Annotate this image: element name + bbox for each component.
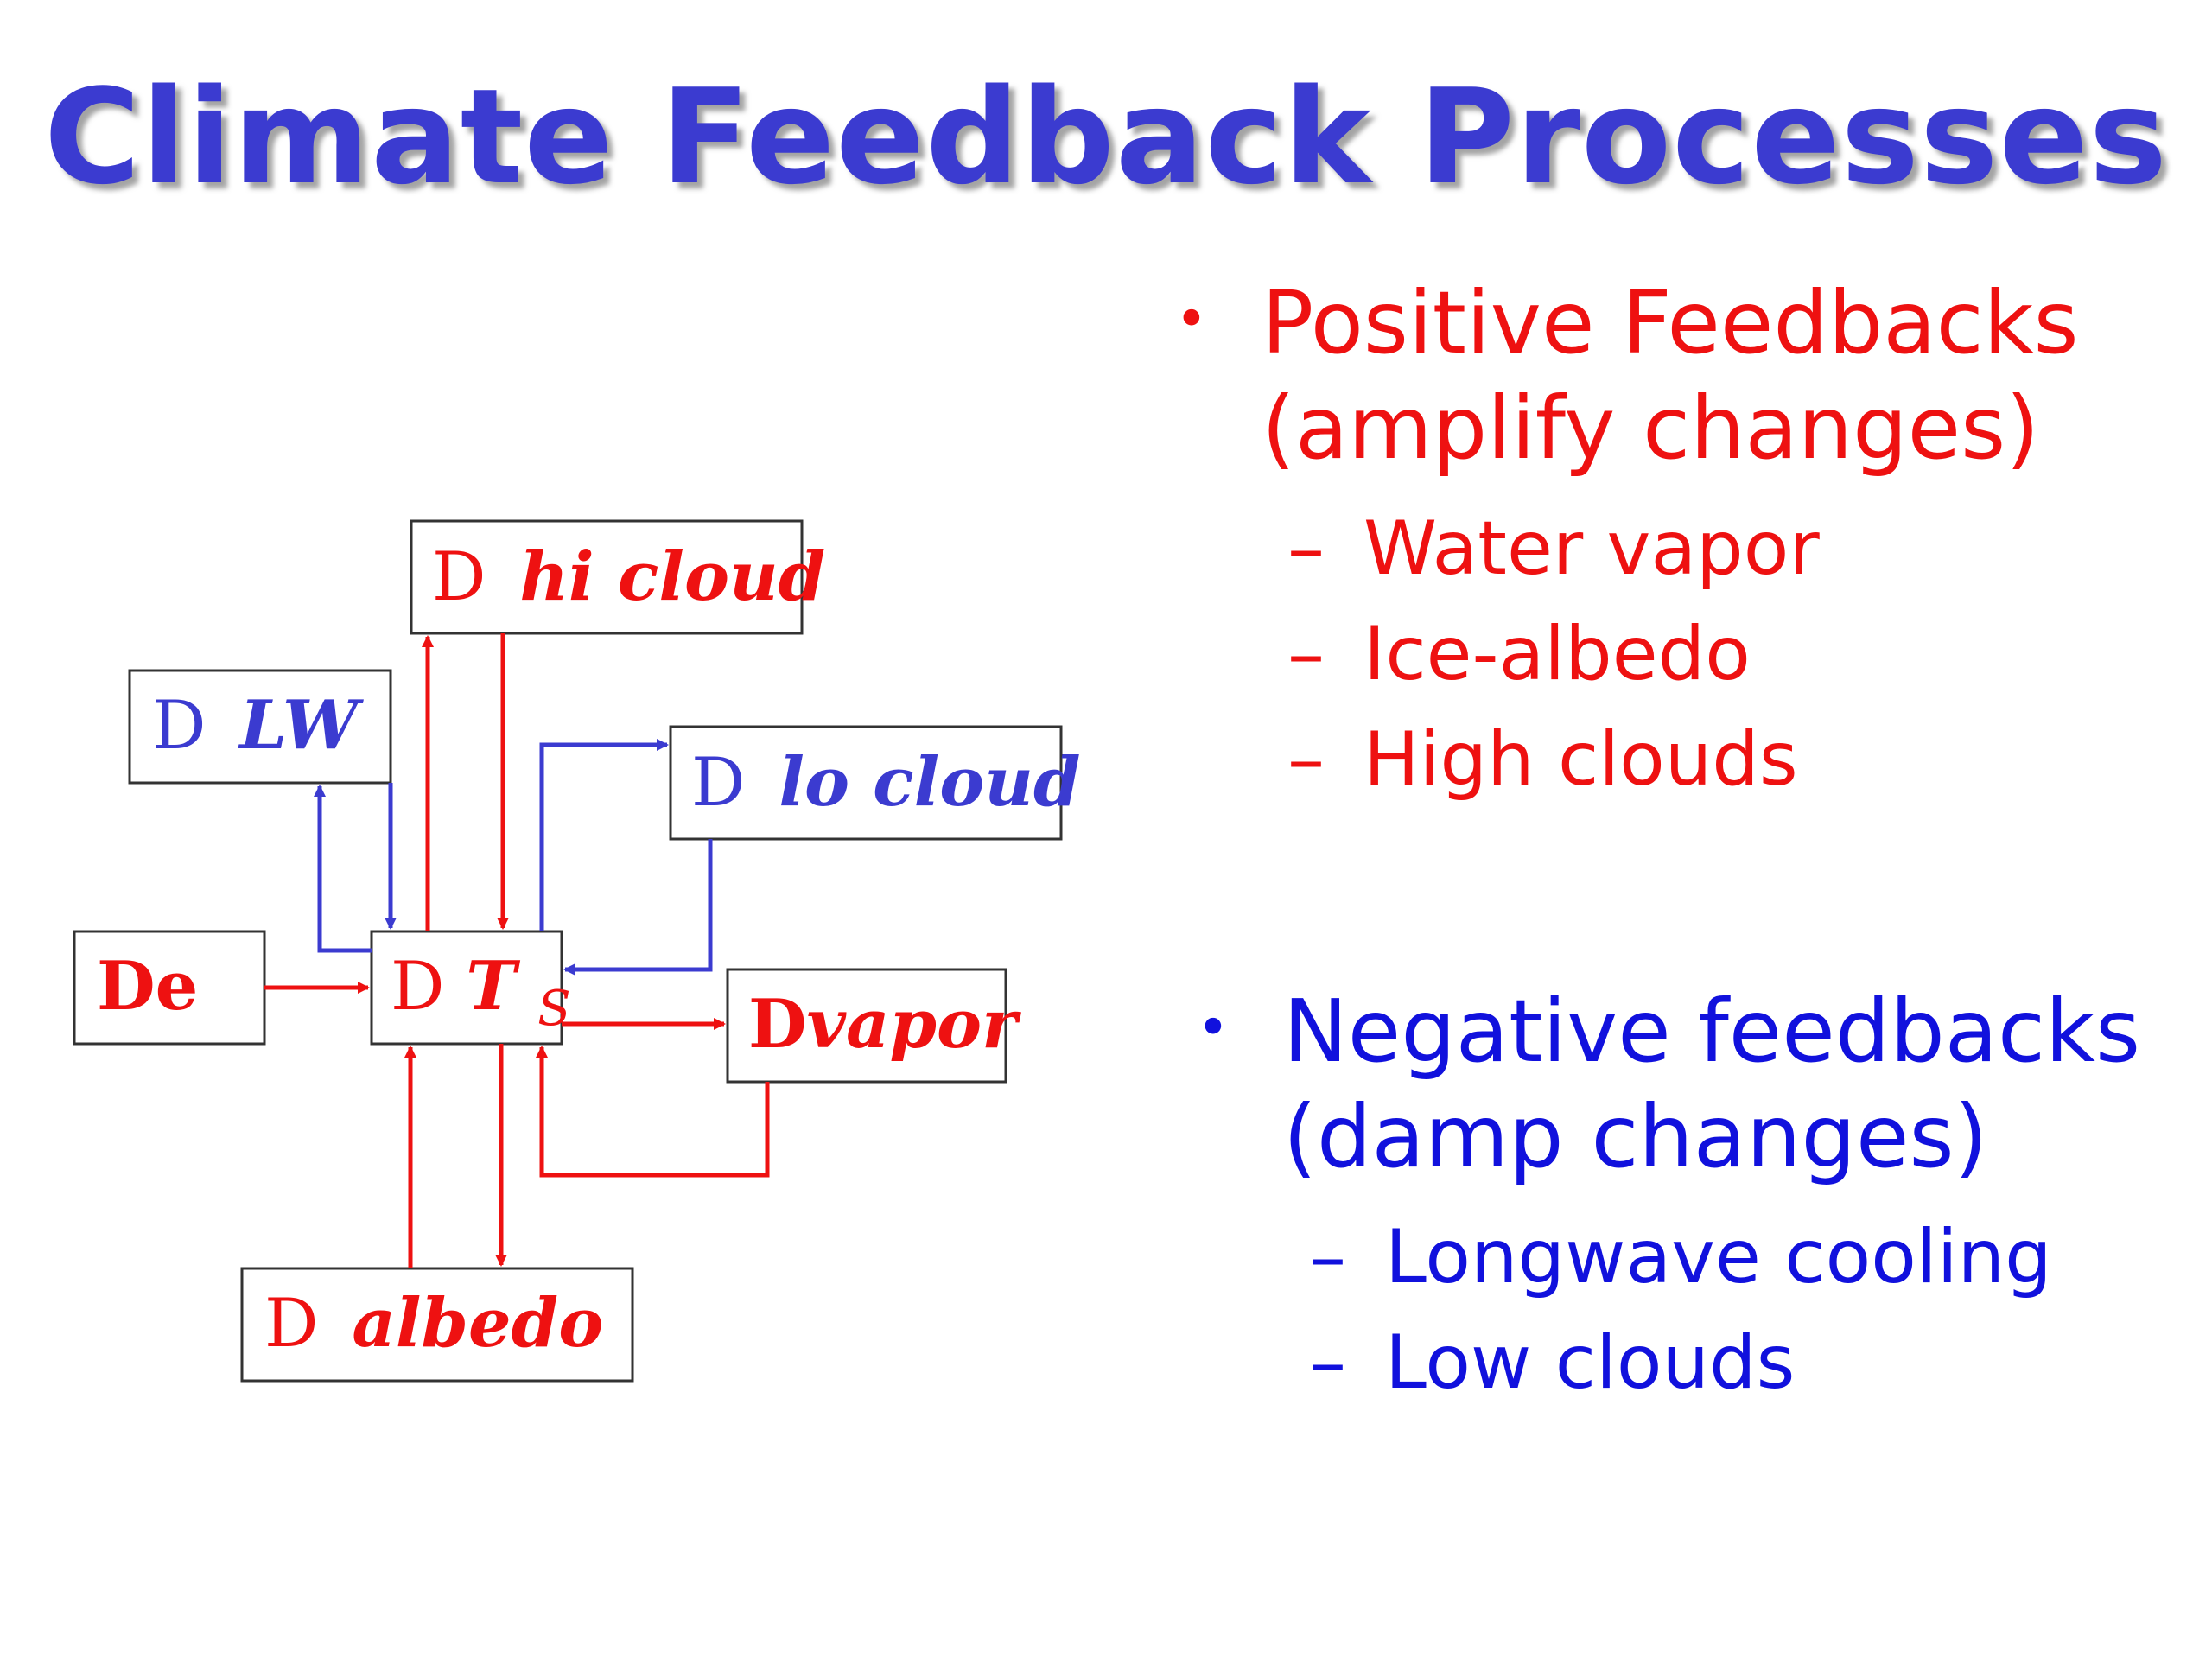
- svg-text:D hi cloud: D hi cloud: [432, 537, 825, 616]
- svg-text:D lo cloud: D lo cloud: [691, 743, 1081, 822]
- svg-text:D T S: D T S: [391, 947, 571, 1037]
- node-albedo: D albedo: [240, 1267, 634, 1382]
- node-hi-cloud: D hi cloud: [410, 519, 825, 635]
- delta-symbol: D: [691, 744, 746, 822]
- delta-symbol: D: [748, 985, 807, 1064]
- bullet-dot: •: [1197, 996, 1230, 1060]
- negative-item-longwave-cooling: Longwave cooling: [1385, 1214, 2052, 1300]
- node-ts: D T S: [370, 930, 571, 1046]
- negative-heading-line2: (damp changes): [1283, 1086, 1988, 1187]
- arrow-ts-to-lo-cloud: [539, 739, 669, 931]
- arrow-lo-cloud-to-ts: [563, 839, 713, 976]
- arrow-ts-to-lw: [314, 785, 372, 953]
- slide-title: Climate Feedback Processes: [44, 60, 2168, 213]
- delta-symbol: D: [264, 1285, 319, 1363]
- dash: –: [1309, 1319, 1346, 1406]
- negative-heading-line1: Negative feedbacks: [1283, 981, 2141, 1082]
- node-ts-t: T: [466, 947, 520, 1026]
- positive-item-high-clouds: High clouds: [1363, 716, 1798, 803]
- node-lo-cloud: D lo cloud: [669, 725, 1081, 841]
- delta-symbol: D: [432, 538, 486, 616]
- node-de: De: [73, 930, 266, 1046]
- svg-text:D albedo: D albedo: [264, 1284, 603, 1363]
- positive-item-water-vapor: Water vapor: [1363, 505, 1820, 592]
- positive-item-ice-albedo: Ice-albedo: [1363, 611, 1751, 697]
- bullet-dot: •: [1175, 288, 1208, 352]
- arrow-vapor-to-ts: [536, 1046, 770, 1178]
- delta-symbol: D: [152, 687, 207, 765]
- negative-item-low-clouds: Low clouds: [1385, 1319, 1796, 1406]
- dash: –: [1309, 1214, 1346, 1300]
- svg-text:Dvapor: Dvapor: [748, 985, 1021, 1064]
- dash: –: [1287, 505, 1325, 592]
- svg-text:D LW: D LW: [152, 686, 365, 765]
- node-de-label: De: [97, 947, 198, 1026]
- node-hi-cloud-label: hi cloud: [519, 537, 825, 616]
- delta-symbol: D: [391, 948, 445, 1026]
- dash: –: [1287, 611, 1325, 697]
- node-lo-cloud-label: lo cloud: [779, 743, 1080, 822]
- dash: –: [1287, 716, 1325, 803]
- node-albedo-label: albedo: [352, 1284, 603, 1363]
- node-ts-sub: S: [537, 981, 570, 1037]
- node-lw: D LW: [128, 669, 392, 785]
- positive-heading-line1: Positive Feedbacks: [1262, 272, 2079, 373]
- node-vapor-label: vapor: [807, 985, 1021, 1064]
- positive-heading-line2: (amplify changes): [1262, 378, 2040, 479]
- node-lw-label: LW: [238, 686, 365, 765]
- node-vapor: Dvapor: [726, 968, 1021, 1084]
